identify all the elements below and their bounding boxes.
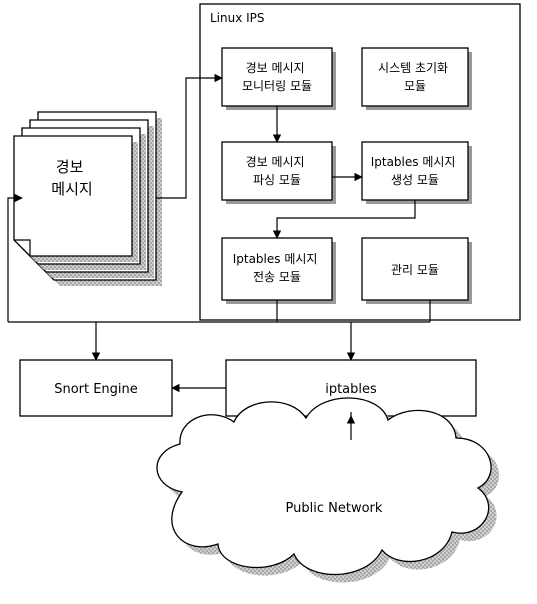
iptables-label: iptables (325, 382, 377, 397)
public-network-label: Public Network (286, 501, 383, 516)
connectors (7, 73, 431, 440)
snort-engine-label: Snort Engine (54, 382, 138, 397)
module-iptables-send-line2: 전송 모듈 (253, 270, 301, 284)
svg-text:경보 메시지 모니터링 모듈: 경보 메시지 모니터링 모듈 (242, 61, 312, 93)
arrow-bus-to-document (7, 193, 23, 322)
module-iptables-gen: Iptables 메시지 생성 모듈 (361, 141, 472, 204)
module-alert-parse: 경보 메시지 파싱 모듈 (221, 141, 336, 204)
document-label-line2: 메시지 (51, 180, 92, 198)
svg-text:경보 메시지 파싱 모듈: 경보 메시지 파싱 모듈 (246, 155, 309, 187)
arrow-gen-to-send (272, 200, 416, 239)
svg-text:경보 메시지: 경보 메시지 (51, 158, 92, 198)
module-management-label: 관리 모듈 (391, 263, 439, 277)
module-system-init-line2: 모듈 (404, 79, 426, 93)
svg-text:Iptables 메시지 생성 모듈: Iptables 메시지 생성 모듈 (371, 155, 460, 187)
module-alert-parse-line2: 파싱 모듈 (253, 173, 301, 187)
module-iptables-send: Iptables 메시지 전송 모듈 (221, 237, 336, 304)
module-alert-monitor: 경보 메시지 모니터링 모듈 (221, 47, 336, 110)
svg-text:시스템 초기화 모듈: 시스템 초기화 모듈 (378, 61, 452, 93)
snort-engine-box: Snort Engine (19, 359, 173, 417)
module-management: 관리 모듈 (361, 237, 472, 304)
module-iptables-send-line1: Iptables 메시지 (233, 252, 318, 266)
module-alert-monitor-line1: 경보 메시지 (246, 61, 305, 75)
module-system-init: 시스템 초기화 모듈 (361, 47, 472, 110)
public-network-cloud: Public Network (156, 397, 500, 583)
document-label-line1: 경보 (56, 158, 84, 176)
svg-text:Iptables 메시지 전송 모듈: Iptables 메시지 전송 모듈 (233, 252, 322, 284)
arrow-document-to-monitor (156, 73, 223, 199)
module-alert-monitor-line2: 모니터링 모듈 (242, 79, 312, 93)
module-iptables-gen-line1: Iptables 메시지 (371, 155, 456, 169)
alert-message-document-stack: 경보 메시지 (13, 111, 162, 286)
module-alert-parse-line1: 경보 메시지 (246, 155, 305, 169)
module-system-init-line1: 시스템 초기화 (378, 61, 448, 75)
linux-ips-title: Linux IPS (210, 11, 265, 25)
module-iptables-gen-line2: 생성 모듈 (391, 173, 439, 187)
